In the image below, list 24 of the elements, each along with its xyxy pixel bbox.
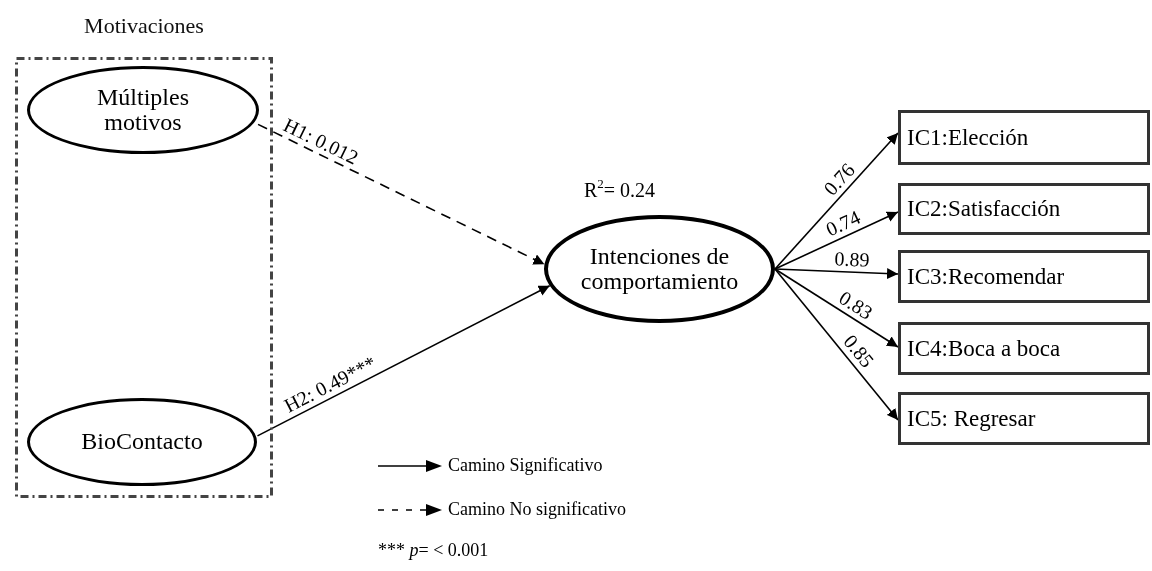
arrow — [774, 268, 899, 348]
indicator-box — [898, 250, 1150, 303]
node-label: Intenciones de comportamiento — [579, 243, 740, 295]
indicator-box — [898, 322, 1150, 375]
node-label: IC5: Regresar — [907, 405, 1036, 432]
node-label: IC1:Elección — [907, 124, 1029, 151]
node-label: IC4:Boca a boca — [907, 335, 1061, 362]
r-squared-label: R$^{2}$= 0.24 — [584, 179, 656, 202]
arrow — [774, 211, 899, 270]
arrow — [774, 132, 899, 270]
group-heading: Motivaciones — [83, 13, 205, 39]
legend-text: Camino Significativo — [448, 455, 603, 476]
significance-note: *** p= < 0.001 — [378, 540, 489, 561]
node-label: IC2:Satisfacción — [907, 196, 1061, 222]
indicator-box — [898, 392, 1150, 445]
arrow — [774, 268, 899, 280]
indicator-box — [898, 110, 1150, 165]
indicator-box — [898, 183, 1150, 235]
node-label: Múltiples motivos — [96, 84, 190, 136]
dashed-arrow — [257, 123, 546, 266]
node-label: BioContacto — [81, 429, 203, 455]
legend-text: Camino No significativo — [448, 499, 626, 520]
node-label: IC3:Recomendar — [907, 263, 1065, 290]
arrow — [774, 268, 899, 421]
